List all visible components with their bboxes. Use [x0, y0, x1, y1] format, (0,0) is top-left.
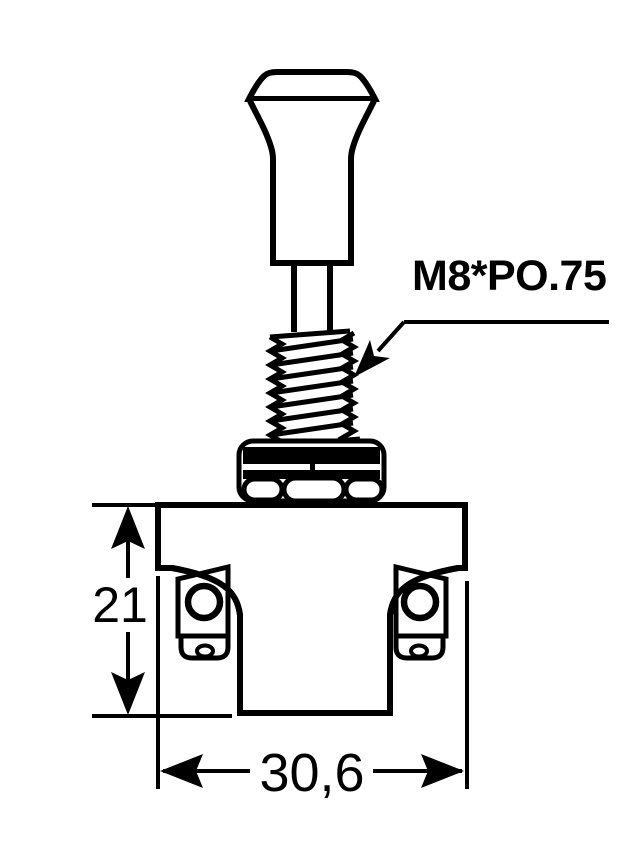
arrow-up-icon — [111, 506, 145, 549]
arrow-down-icon — [111, 672, 145, 715]
thread-line — [270, 406, 354, 424]
washer-center-tick — [310, 463, 315, 471]
thread-crest-lines — [263, 336, 361, 450]
terminal-right-screw — [400, 582, 440, 622]
thread-spec-label: M8*PO.75 — [412, 252, 606, 300]
body-fillet-right — [387, 565, 459, 616]
terminal-left-screw — [184, 582, 224, 622]
terminal-left — [175, 563, 231, 661]
thread — [263, 328, 361, 450]
washer-nut-stack — [236, 438, 387, 504]
dimension-height: 21 — [92, 503, 232, 718]
width-dim-label: 30,6 — [259, 743, 364, 803]
leader-line-diagonal — [376, 320, 406, 353]
shaft — [291, 263, 333, 334]
nut-facet-left — [241, 476, 285, 503]
thread-top-edge — [269, 328, 351, 340]
thread-line — [270, 364, 354, 382]
arrow-left-icon — [160, 754, 203, 788]
nut-facet-center — [281, 475, 347, 504]
body-fillet-left — [171, 565, 243, 616]
washer-band-top — [243, 447, 380, 464]
thread-line — [270, 336, 354, 354]
leader-arrowhead-icon — [354, 340, 390, 377]
arrow-right-icon — [421, 754, 464, 788]
dimension-width: 30,6 — [156, 576, 469, 803]
thread-left-zigzag — [265, 334, 287, 445]
washer-band-bottom — [243, 470, 380, 479]
knob-cap — [244, 69, 380, 102]
thread-callout: M8*PO.75 — [354, 252, 609, 377]
terminal-left-rivet — [195, 643, 215, 659]
height-dim-label: 21 — [92, 577, 148, 633]
thread-line — [270, 392, 354, 410]
terminal-right-rivet — [409, 643, 429, 659]
nut-facet-right — [343, 476, 385, 503]
thread-line — [270, 420, 354, 438]
knob — [244, 69, 380, 266]
thread-line — [270, 378, 354, 396]
thread-line — [270, 350, 354, 368]
knob-body — [247, 99, 377, 266]
